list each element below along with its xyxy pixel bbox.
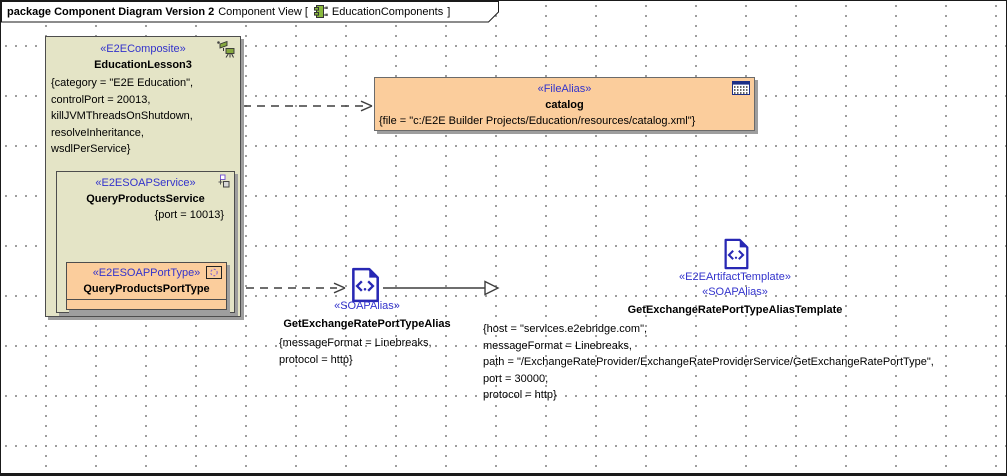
lesson-name: EducationLesson3 bbox=[94, 59, 192, 71]
template-property: path = "/ExchangeRateProvider/ExchangeRa… bbox=[483, 356, 934, 368]
port-type-name: QueryProductsPortType bbox=[67, 281, 226, 300]
lesson-stereotype: «E2EComposite» bbox=[100, 43, 186, 55]
frame-bracket-close: ] bbox=[447, 5, 451, 18]
lesson-property: {category = "E2E Education", bbox=[51, 77, 194, 89]
service-stereotype: «E2ESOAPService» bbox=[95, 177, 196, 189]
alias-property: protocol = http} bbox=[279, 353, 353, 366]
lesson-property: controlPort = 20013, bbox=[51, 93, 151, 106]
template-property: {host = "services.e2ebridge.com", bbox=[483, 323, 648, 335]
soap-service-icon bbox=[216, 174, 230, 188]
generalization-arrow-template[interactable] bbox=[383, 280, 500, 296]
catalog-property: {file = "c:/E2E Builder Projects/Educati… bbox=[379, 115, 696, 127]
catalog-stereotype: «FileAlias» bbox=[537, 83, 592, 95]
component-query-products-port-type[interactable]: «E2ESOAPPortType» QueryProductsPortType bbox=[66, 262, 227, 310]
soap-port-type-icon bbox=[206, 266, 222, 279]
catalog-name: catalog bbox=[545, 99, 584, 111]
template-name: GetExchangeRatePortTypeAliasTemplate bbox=[627, 304, 843, 316]
lesson-property: killJVMThreadsOnShutdown, bbox=[51, 110, 193, 122]
file-table-icon bbox=[732, 81, 750, 95]
diagram-frame-tab[interactable]: package Component Diagram Version 2 Comp… bbox=[1, 1, 501, 23]
service-port-constraint: {port = 10013} bbox=[154, 209, 224, 221]
dependency-arrow-catalog[interactable] bbox=[243, 100, 373, 112]
template-property: protocol = http} bbox=[483, 389, 557, 401]
component-diagram-icon bbox=[312, 4, 328, 19]
alias-stereotype: «SOAPAlias» bbox=[334, 300, 400, 312]
frame-context: Component View [ bbox=[218, 5, 308, 18]
artifact-catalog[interactable]: «FileAlias» catalog {file = "c:/E2E Buil… bbox=[374, 77, 755, 131]
template-property: port = 30000, bbox=[483, 372, 549, 385]
e2e-composite-icon bbox=[216, 40, 236, 58]
component-query-products-service[interactable]: «E2ESOAPService» QueryProductsService {p… bbox=[56, 171, 235, 313]
lesson-property: wsdlPerService} bbox=[51, 143, 131, 155]
frame-tab-shape bbox=[1, 1, 499, 23]
template-artifact-icon[interactable] bbox=[720, 238, 752, 270]
alias-property: {messageFormat = Linebreaks, bbox=[279, 337, 432, 349]
lesson-property: resolveInheritance, bbox=[51, 126, 144, 139]
template-property: messageFormat = Linebreaks, bbox=[483, 339, 632, 352]
component-education-lesson3[interactable]: «E2EComposite» EducationLesson3 {categor… bbox=[45, 36, 241, 317]
alias-name: GetExchangeRatePortTypeAlias bbox=[283, 318, 451, 330]
template-stereotype-2: «SOAPAlias» bbox=[702, 286, 768, 298]
template-stereotype-1: «E2EArtifactTemplate» bbox=[679, 271, 791, 283]
dependency-arrow-alias[interactable] bbox=[232, 282, 346, 294]
port-type-stereotype: «E2ESOAPPortType» bbox=[92, 267, 201, 279]
frame-diagram-name: EducationComponents bbox=[331, 5, 444, 18]
soap-alias-artifact-icon[interactable] bbox=[347, 267, 383, 303]
service-name: QueryProductsService bbox=[86, 193, 205, 205]
port-type-empty-compartment bbox=[67, 300, 226, 310]
frame-title: package Component Diagram Version 2 bbox=[7, 5, 215, 18]
